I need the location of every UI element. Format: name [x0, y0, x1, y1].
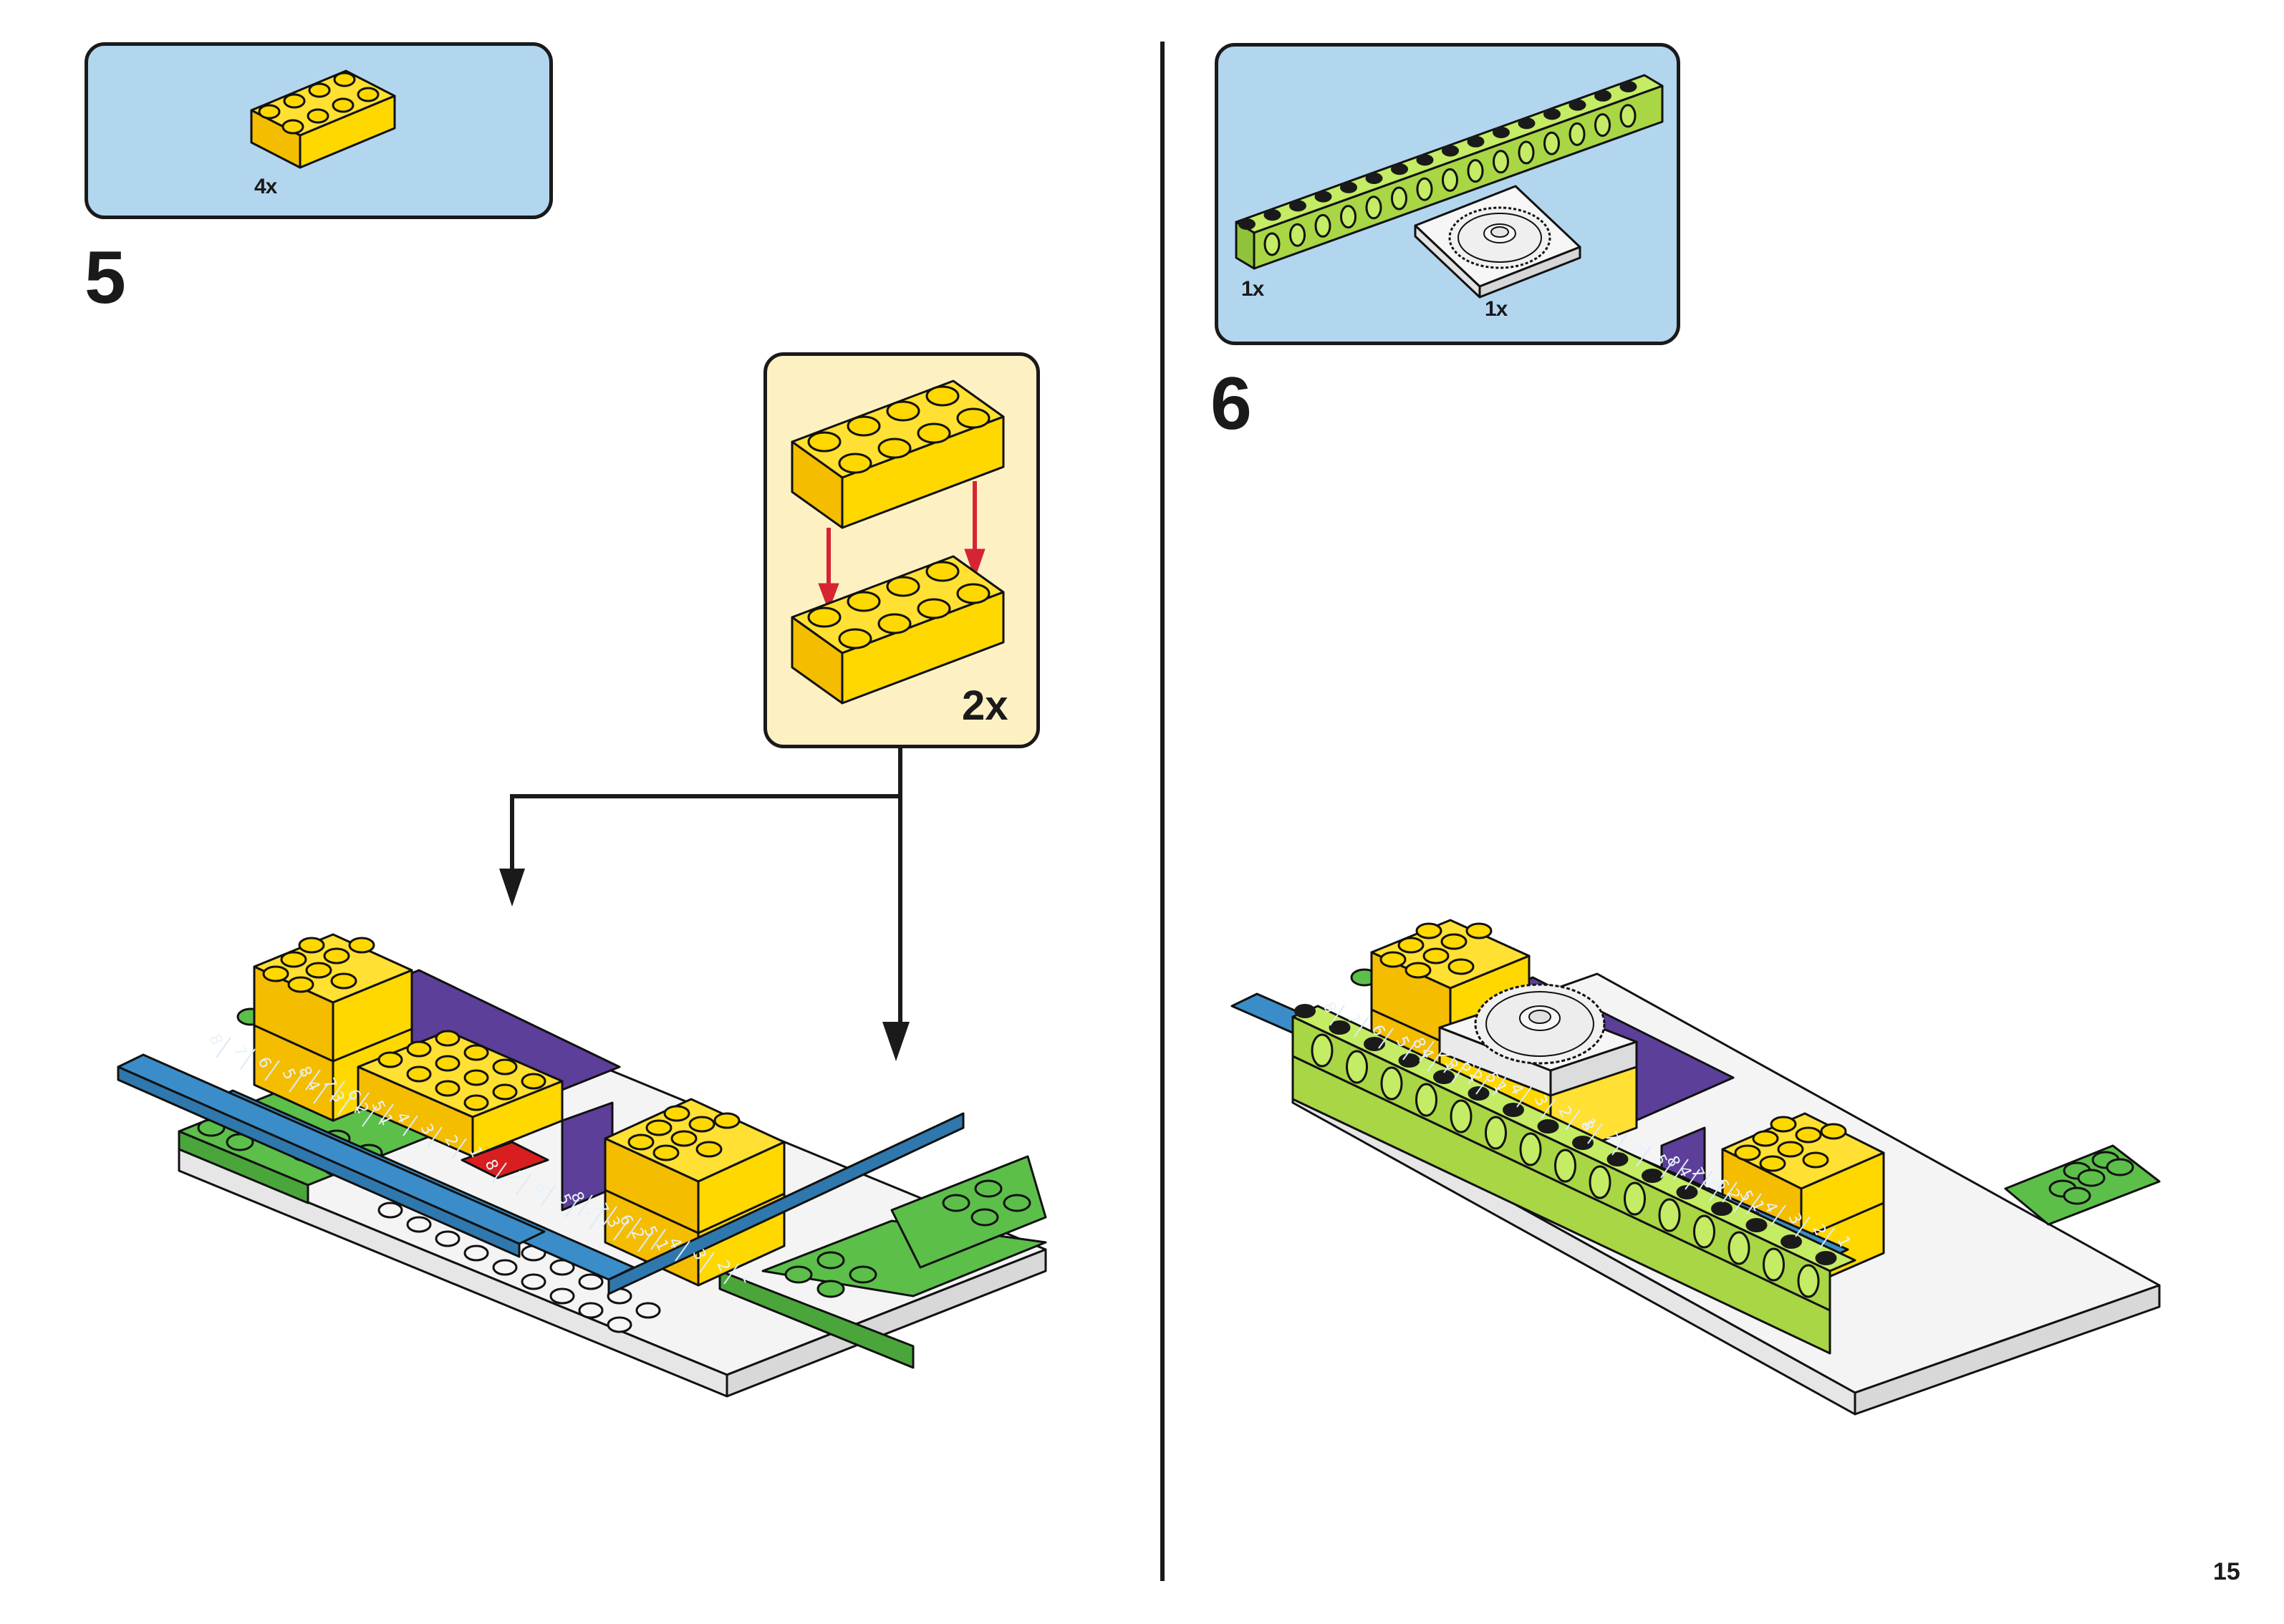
beam-stud — [1289, 200, 1306, 212]
beam-stud — [1619, 81, 1637, 92]
beam-hole — [1619, 104, 1637, 128]
turntable-white-icon — [1414, 185, 1581, 299]
beam-stud — [1518, 117, 1536, 130]
beam-stud — [1340, 181, 1357, 193]
beam-stud — [1329, 1020, 1351, 1035]
beam-hole — [1380, 1066, 1403, 1101]
subassembly-callout: 2x — [763, 352, 1040, 748]
beam-hole — [1263, 232, 1281, 256]
brick-2x4-yellow-icon — [250, 69, 396, 169]
part-quantity: 1x — [1485, 297, 1508, 321]
beam-stud — [1642, 1169, 1663, 1183]
beam-stud — [1263, 209, 1281, 221]
beam-stud — [1676, 1185, 1698, 1199]
beam-stud — [1467, 135, 1485, 148]
step-number: 5 — [85, 236, 126, 319]
beam-hole — [1493, 150, 1509, 174]
beam-stud — [1594, 90, 1611, 102]
beam-hole — [1416, 177, 1433, 201]
beam-hole — [1485, 1116, 1507, 1150]
beam-stud — [1493, 127, 1510, 138]
beam-hole — [1594, 113, 1611, 137]
beam-stud — [1364, 1037, 1385, 1051]
step-6-model-illustration — [1230, 919, 2161, 1416]
beam-hole — [1589, 1165, 1611, 1199]
beam-stud — [1398, 1053, 1420, 1068]
beam-stud — [1314, 190, 1332, 203]
beam-stud — [1537, 1119, 1559, 1134]
technic-beam-lime-icon — [1235, 74, 1664, 270]
beam-stud — [1569, 99, 1586, 111]
beam-hole — [1693, 1214, 1715, 1249]
step-5-model-illustration — [117, 933, 1047, 1398]
beam-stud — [1503, 1103, 1524, 1117]
beam-hole — [1391, 186, 1407, 211]
beam-stud — [1781, 1234, 1802, 1249]
beam-stud — [1391, 163, 1408, 175]
beam-hole — [1569, 122, 1586, 146]
part-quantity: 4x — [254, 175, 277, 198]
beam-stud — [1468, 1086, 1490, 1101]
page-number: 15 — [2213, 1558, 2240, 1585]
subassembly-quantity: 2x — [962, 682, 1008, 729]
beam-hole — [1365, 195, 1382, 220]
beam-stud — [1365, 173, 1383, 184]
beam-hole — [1519, 1132, 1542, 1166]
part-quantity: 1x — [1241, 277, 1264, 301]
beam-hole — [1450, 1099, 1473, 1134]
beam-stud — [1572, 1136, 1594, 1150]
step-5-parts-list: 4x — [85, 42, 553, 219]
beam-stud — [1442, 145, 1459, 157]
beam-hole — [1346, 1050, 1368, 1084]
beam-hole — [1797, 1264, 1820, 1298]
beam-stud — [1815, 1251, 1837, 1265]
ruler-tiles — [117, 1053, 965, 1295]
beam-stud — [1711, 1202, 1733, 1216]
step-number: 6 — [1210, 362, 1252, 445]
brick-stack-icon — [791, 380, 1005, 705]
beam-hole — [1289, 223, 1306, 247]
beam-hole — [1340, 205, 1357, 229]
beam-hole — [1763, 1247, 1785, 1282]
red-arrow-icon — [818, 481, 986, 612]
beam-stud — [1606, 1152, 1629, 1166]
beam-hole — [1467, 159, 1484, 183]
beam-stud — [1433, 1070, 1455, 1084]
beam-hole — [1728, 1231, 1750, 1265]
beam-hole — [1314, 213, 1331, 238]
beam-hole — [1543, 131, 1560, 155]
beam-stud — [1416, 154, 1434, 166]
beam-stud — [1543, 108, 1561, 120]
beam-hole — [1518, 140, 1535, 165]
step-6-parts-list: 1x 1x — [1215, 43, 1680, 345]
beam-hole — [1624, 1181, 1646, 1216]
beam-stud — [1294, 1004, 1316, 1018]
beam-hole — [1415, 1083, 1437, 1117]
beam-stud — [1745, 1218, 1768, 1232]
beam-hole — [1554, 1149, 1576, 1183]
beam-hole — [1658, 1198, 1681, 1232]
beam-hole — [1442, 168, 1458, 192]
beam-stud — [1238, 218, 1256, 230]
page-divider — [1160, 42, 1165, 1581]
beam-hole — [1311, 1033, 1334, 1068]
